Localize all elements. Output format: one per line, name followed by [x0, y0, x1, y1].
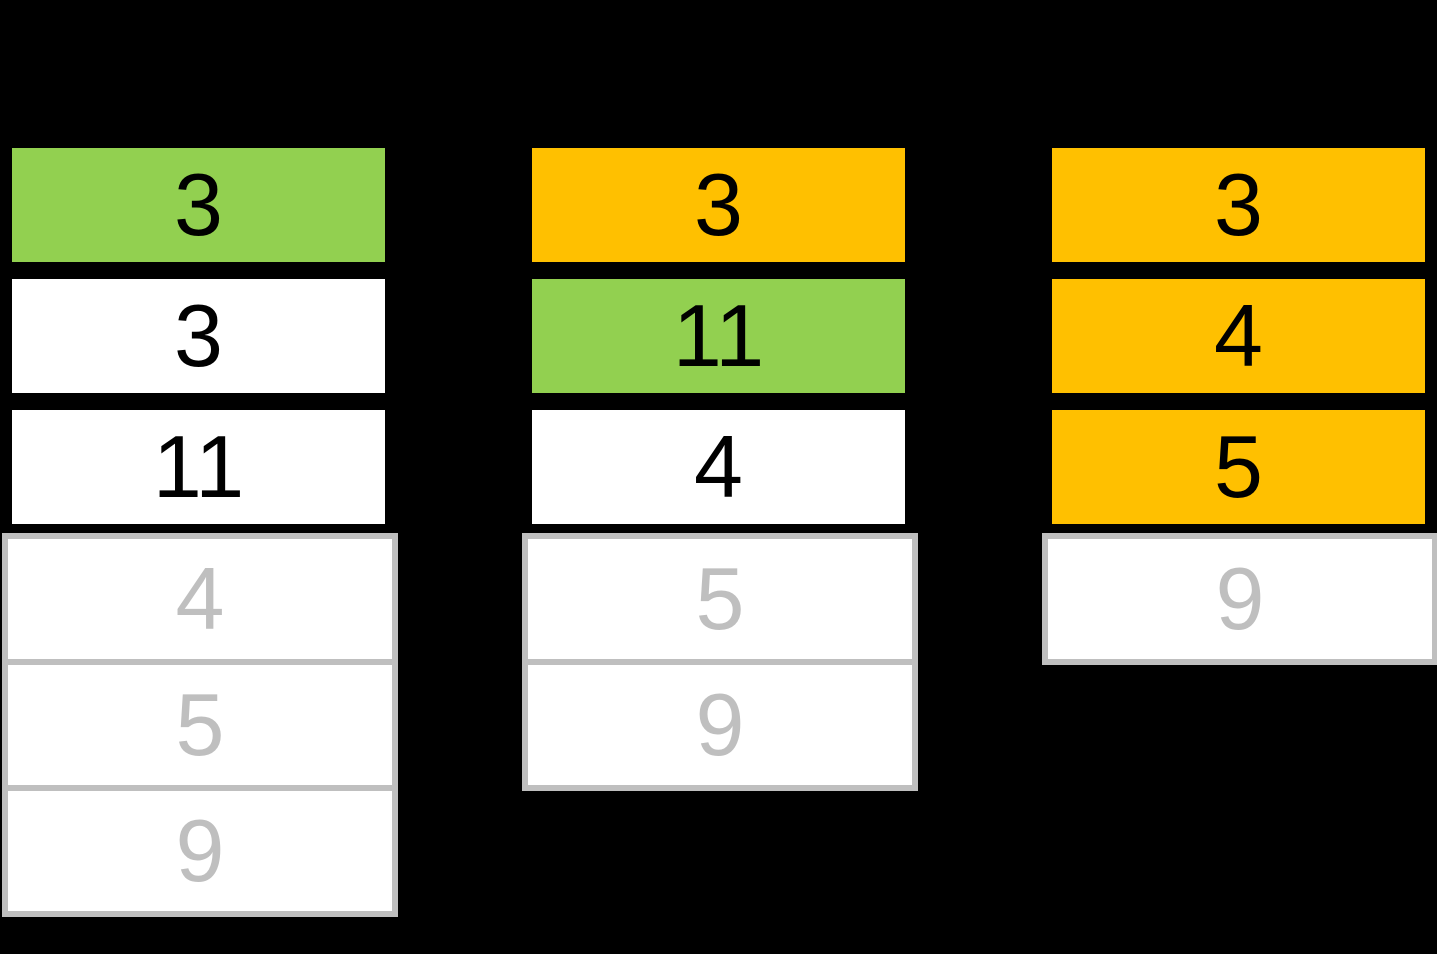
active-stack-1: 3 3 11 — [7, 143, 390, 529]
cell-value: 3 — [174, 286, 223, 385]
list-cell-active: 4 — [527, 405, 910, 529]
cell-value: 4 — [175, 549, 225, 648]
active-stack-3: 3 4 5 — [1047, 143, 1430, 529]
list-cell-active: 11 — [7, 405, 390, 529]
cell-value: 3 — [174, 155, 223, 254]
cell-value: 3 — [1214, 155, 1263, 254]
cell-value: 3 — [694, 155, 743, 254]
list-cell-active: 3 — [7, 274, 390, 398]
cell-value: 5 — [695, 549, 745, 648]
list-column-1: 4 5 9 3 3 11 — [2, 143, 398, 933]
list-cell-pending: 9 — [2, 785, 398, 917]
pending-stack-3: 9 — [1042, 533, 1437, 665]
cell-value: 11 — [672, 286, 765, 385]
cell-value: 5 — [1214, 417, 1263, 516]
list-cell-pending: 4 — [2, 533, 398, 665]
cell-value: 9 — [175, 801, 225, 900]
cell-value: 9 — [695, 675, 745, 774]
list-cell-pending: 5 — [522, 533, 918, 665]
list-cell-active: 5 — [1047, 405, 1430, 529]
cell-value: 4 — [694, 417, 743, 516]
list-cell-active: 3 — [527, 143, 910, 267]
cell-value: 4 — [1214, 286, 1263, 385]
list-cell-pending: 9 — [1042, 533, 1437, 665]
list-cell-pending: 5 — [2, 659, 398, 791]
list-column-3: 9 3 4 5 — [1042, 143, 1437, 933]
active-stack-2: 3 11 4 — [527, 143, 910, 529]
list-cell-pending: 9 — [522, 659, 918, 791]
cell-value: 9 — [1215, 549, 1265, 648]
list-cell-active: 4 — [1047, 274, 1430, 398]
list-cell-active: 11 — [527, 274, 910, 398]
cell-value: 11 — [152, 417, 245, 516]
list-cell-active: 3 — [7, 143, 390, 267]
pending-stack-1: 4 5 9 — [2, 533, 398, 917]
cell-value: 5 — [175, 675, 225, 774]
list-cell-active: 3 — [1047, 143, 1430, 267]
